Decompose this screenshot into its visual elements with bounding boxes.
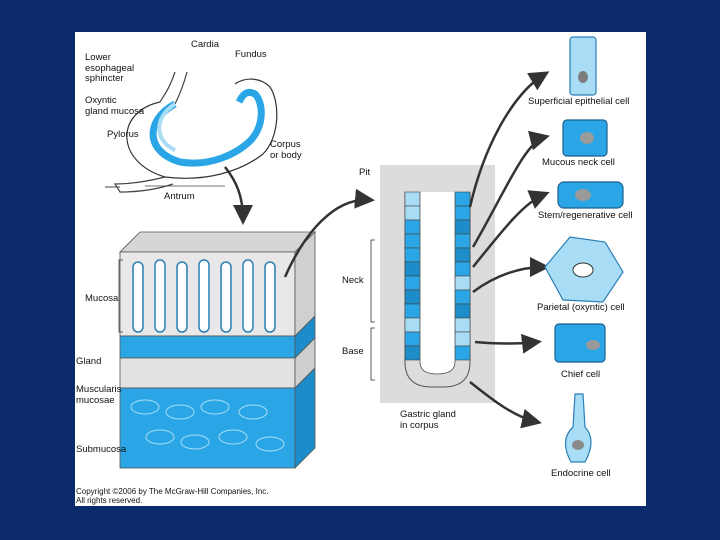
gland-cell bbox=[454, 191, 471, 207]
superficial-epithelial-cell-icon bbox=[569, 36, 597, 96]
submucosa-label: Submucosa bbox=[76, 444, 127, 455]
gland-cell bbox=[454, 345, 471, 361]
gland-cell bbox=[404, 275, 421, 291]
gland-cell bbox=[404, 261, 421, 277]
endocrine-cell-label: Endocrine cell bbox=[551, 468, 611, 479]
muscularis-mucosae-label: Muscularis mucosae bbox=[76, 384, 122, 406]
diagram-panel: Lower esophageal sphincter Cardia Fundus… bbox=[75, 32, 646, 506]
gland-cell bbox=[404, 219, 421, 235]
stomach-wall-section bbox=[118, 231, 316, 469]
gland-cell bbox=[454, 247, 471, 263]
gland-cell bbox=[404, 303, 421, 319]
stomach-illustration bbox=[105, 71, 278, 193]
gland-label: Gland bbox=[76, 356, 102, 367]
gland-cell bbox=[454, 261, 471, 277]
base-label: Base bbox=[342, 346, 364, 357]
neck-label: Neck bbox=[342, 275, 364, 286]
flow-arrows bbox=[224, 71, 550, 429]
stem-regenerative-cell-icon bbox=[557, 181, 624, 209]
gastric-gland-caption: Gastric gland in corpus bbox=[400, 409, 456, 431]
gland-cell bbox=[454, 275, 471, 291]
gland-cell bbox=[454, 205, 471, 221]
gland-cell bbox=[404, 247, 421, 263]
mucous-neck-cell-label: Mucous neck cell bbox=[542, 157, 615, 168]
fundus-label: Fundus bbox=[235, 49, 267, 60]
gland-cell bbox=[454, 303, 471, 319]
gland-cell bbox=[454, 289, 471, 305]
parietal-cell-icon bbox=[544, 236, 624, 303]
gland-cell bbox=[404, 191, 421, 207]
mucosa-label: Mucosa bbox=[85, 293, 119, 304]
copyright-notice: Copyright ©2006 by The McGraw-Hill Compa… bbox=[76, 487, 269, 505]
chief-cell-label: Chief cell bbox=[561, 369, 601, 380]
gastric-gland-detail bbox=[370, 165, 495, 403]
pit-label: Pit bbox=[359, 167, 371, 178]
gland-cell bbox=[404, 289, 421, 305]
endocrine-cell-icon bbox=[564, 393, 592, 463]
oxyntic-gland-mucosa-label: Oxyntic gland mucosa bbox=[85, 95, 145, 117]
chief-cell-icon bbox=[554, 323, 606, 363]
cardia-label: Cardia bbox=[191, 39, 219, 50]
gland-cell bbox=[404, 331, 421, 347]
lower-esophageal-sphincter-label: Lower esophageal sphincter bbox=[85, 52, 135, 84]
gland-cell bbox=[404, 345, 421, 361]
stem-regenerative-cell-label: Stem/regenerative cell bbox=[538, 210, 633, 221]
diagram-artwork bbox=[105, 36, 624, 469]
gland-cell bbox=[404, 317, 421, 333]
corpus-or-body-label: Corpus or body bbox=[270, 139, 302, 161]
gland-cell bbox=[454, 331, 471, 347]
pylorus-label: Pylorus bbox=[107, 129, 139, 140]
gland-cell bbox=[404, 233, 421, 249]
antrum-label: Antrum bbox=[164, 191, 195, 202]
gland-cell bbox=[454, 317, 471, 333]
mucous-neck-cell-icon bbox=[562, 119, 608, 157]
superficial-epithelial-cell-label: Superficial epithelial cell bbox=[528, 96, 630, 107]
parietal-cell-label: Parietal (oxyntic) cell bbox=[537, 302, 625, 313]
gland-cell bbox=[454, 233, 471, 249]
gland-cell bbox=[404, 205, 421, 221]
gland-cell bbox=[454, 219, 471, 235]
